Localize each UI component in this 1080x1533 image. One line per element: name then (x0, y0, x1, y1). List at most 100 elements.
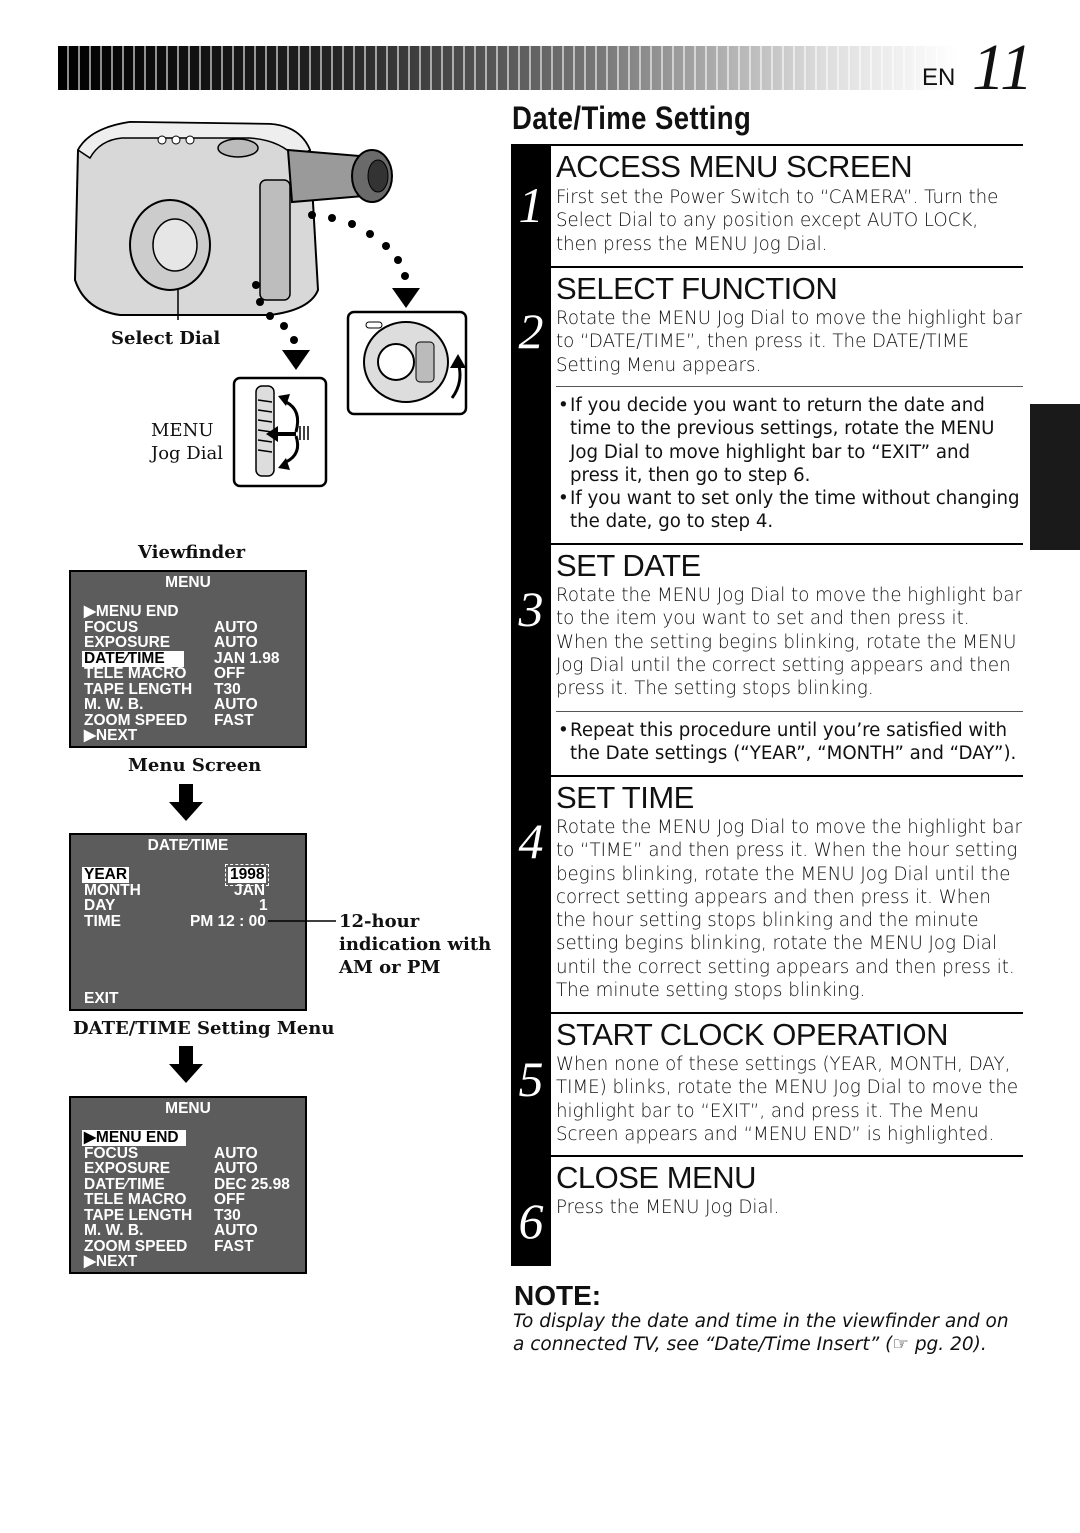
menu-row-label: FOCUS (84, 1145, 139, 1162)
bullet-text: Repeat this procedure until you’re satis… (570, 720, 1017, 765)
step-divider (551, 144, 1023, 146)
leader-line (268, 920, 336, 922)
bullet-item: •Repeat this procedure until you’re sati… (558, 719, 1022, 766)
setting-value: JAN (234, 882, 266, 899)
viewfinder-label: Viewfinder (138, 542, 246, 563)
setting-value: PM 12 : 00 (190, 913, 266, 930)
note-heading: NOTE: (514, 1280, 602, 1311)
bullet-divider (556, 386, 1023, 387)
menu-row-value: T30 (214, 1207, 241, 1224)
jog-dial-label: Jog Dial (151, 443, 223, 464)
menu-screen-label: Menu Screen (128, 755, 262, 776)
step-divider (551, 775, 1023, 777)
arrow-down-icon (169, 1046, 203, 1083)
bullet-item: •If you decide you want to return the da… (558, 394, 1022, 487)
setting-label: TIME (84, 913, 122, 930)
menu-row-value: AUTO (214, 619, 258, 636)
exit-label: EXIT (84, 990, 119, 1007)
step-heading: CLOSE MENU (556, 1160, 756, 1195)
bullet-divider (556, 711, 1023, 712)
step-heading: SET TIME (556, 780, 694, 815)
menu-row-label: DATE⁄TIME (84, 1176, 165, 1193)
step-body: Rotate the MENU Jog Dial to move the hig… (556, 308, 1022, 376)
menu-row-value: FAST (214, 712, 254, 729)
setting-label: MONTH (84, 882, 141, 899)
step-number: 6 (518, 1193, 544, 1249)
step-body: Rotate the MENU Jog Dial to move the hig… (556, 817, 1022, 1002)
arrow-down-icon (282, 350, 310, 370)
step-body: When none of these settings (YEAR, MONTH… (556, 1054, 1019, 1145)
menu-row-label-highlighted: DATE⁄TIME (82, 651, 184, 667)
arrow-down-icon (392, 288, 420, 308)
step-number: 1 (518, 177, 544, 233)
step-number-bar (511, 144, 551, 1266)
menu-row-value: FAST (214, 1238, 254, 1255)
menu-row-label: TELE MACRO (84, 665, 187, 682)
hour-indication-note: 12-hour indication with AM or PM (339, 910, 491, 979)
page-title: Date/Time Setting (512, 100, 752, 136)
menu-row-value: AUTO (214, 1222, 258, 1239)
menu-row-label: EXPOSURE (84, 1160, 171, 1177)
note-text: To display the date and time in the view… (513, 1311, 1009, 1355)
menu-row-value: OFF (214, 1191, 245, 1208)
step-divider (551, 1012, 1023, 1014)
header-gradient-bar (58, 46, 958, 90)
setting-label: DAY (84, 897, 116, 914)
page-number: 11 (972, 31, 1034, 104)
bullet-text: If you decide you want to return the dat… (570, 395, 995, 486)
menu-row-label: M. W. B. (84, 696, 144, 713)
menu-row-value: AUTO (214, 634, 258, 651)
step-body: Rotate the MENU Jog Dial to move the hig… (556, 585, 1022, 700)
setting-value: 1 (259, 897, 268, 914)
step-heading: START CLOCK OPERATION (556, 1017, 949, 1052)
step-divider (551, 266, 1023, 268)
hour-note-line: indication with (339, 934, 492, 955)
menu-row-label: ZOOM SPEED (84, 712, 188, 729)
step-number: 3 (518, 581, 544, 637)
menu-row-value: AUTO (214, 696, 258, 713)
menu-row-label: TAPE LENGTH (84, 1207, 193, 1224)
menu-row-label: ▶NEXT (84, 727, 138, 744)
menu-row-value: AUTO (214, 1160, 258, 1177)
press-arrow-icon (266, 426, 296, 442)
menu-row-label: ZOOM SPEED (84, 1238, 188, 1255)
setting-value-blinking: 1998 (224, 864, 270, 886)
language-code: EN (922, 64, 956, 91)
step-number: 2 (518, 303, 544, 359)
step-body: First set the Power Switch to “CAMERA”. … (556, 187, 999, 255)
menu-row-label: M. W. B. (84, 1222, 144, 1239)
menu-row-value: DEC 25.98 (214, 1176, 290, 1193)
menu-row-label: EXPOSURE (84, 634, 171, 651)
zoom-button-icon (217, 138, 259, 158)
menu-row-label: ▶MENU END (84, 603, 179, 620)
step-divider (551, 543, 1023, 545)
setting-label-highlighted: YEAR (82, 866, 130, 883)
menu-row-value: T30 (214, 681, 241, 698)
datetime-menu-label: DATE/TIME Setting Menu (73, 1018, 335, 1039)
menu-row-label: TAPE LENGTH (84, 681, 193, 698)
menu-row-value: AUTO (214, 1145, 258, 1162)
camcorder-illustration (73, 120, 468, 488)
step-heading: ACCESS MENU SCREEN (556, 149, 913, 184)
step-body: Press the MENU Jog Dial. (556, 1197, 780, 1218)
select-dial-label: Select Dial (111, 328, 221, 349)
bullet-item: •If you want to set only the time withou… (558, 487, 1022, 534)
menu-row-label-highlighted: ▶MENU END (82, 1130, 186, 1146)
menu-row-label: FOCUS (84, 619, 139, 636)
section-tab (1030, 404, 1080, 550)
bullet-text: If you want to set only the time without… (570, 488, 1020, 533)
step-number: 4 (518, 813, 544, 869)
menu-row-value: OFF (214, 665, 245, 682)
menu-screen: MENU ▶MENU END FOCUS AUTO EXPOSURE AUTO DA… (69, 570, 307, 748)
arrow-down-icon (169, 784, 203, 821)
menu-row-label: ▶NEXT (84, 1253, 138, 1270)
step-number: 5 (518, 1051, 544, 1107)
hour-note-line: 12-hour (339, 911, 420, 932)
hour-note-line: AM or PM (339, 957, 441, 978)
menu-row-label: TELE MACRO (84, 1191, 187, 1208)
menu-row-value: JAN 1.98 (214, 650, 280, 667)
screen-title: MENU (165, 574, 211, 591)
screen-title: MENU (165, 1100, 211, 1117)
menu-label: MENU (151, 420, 214, 441)
